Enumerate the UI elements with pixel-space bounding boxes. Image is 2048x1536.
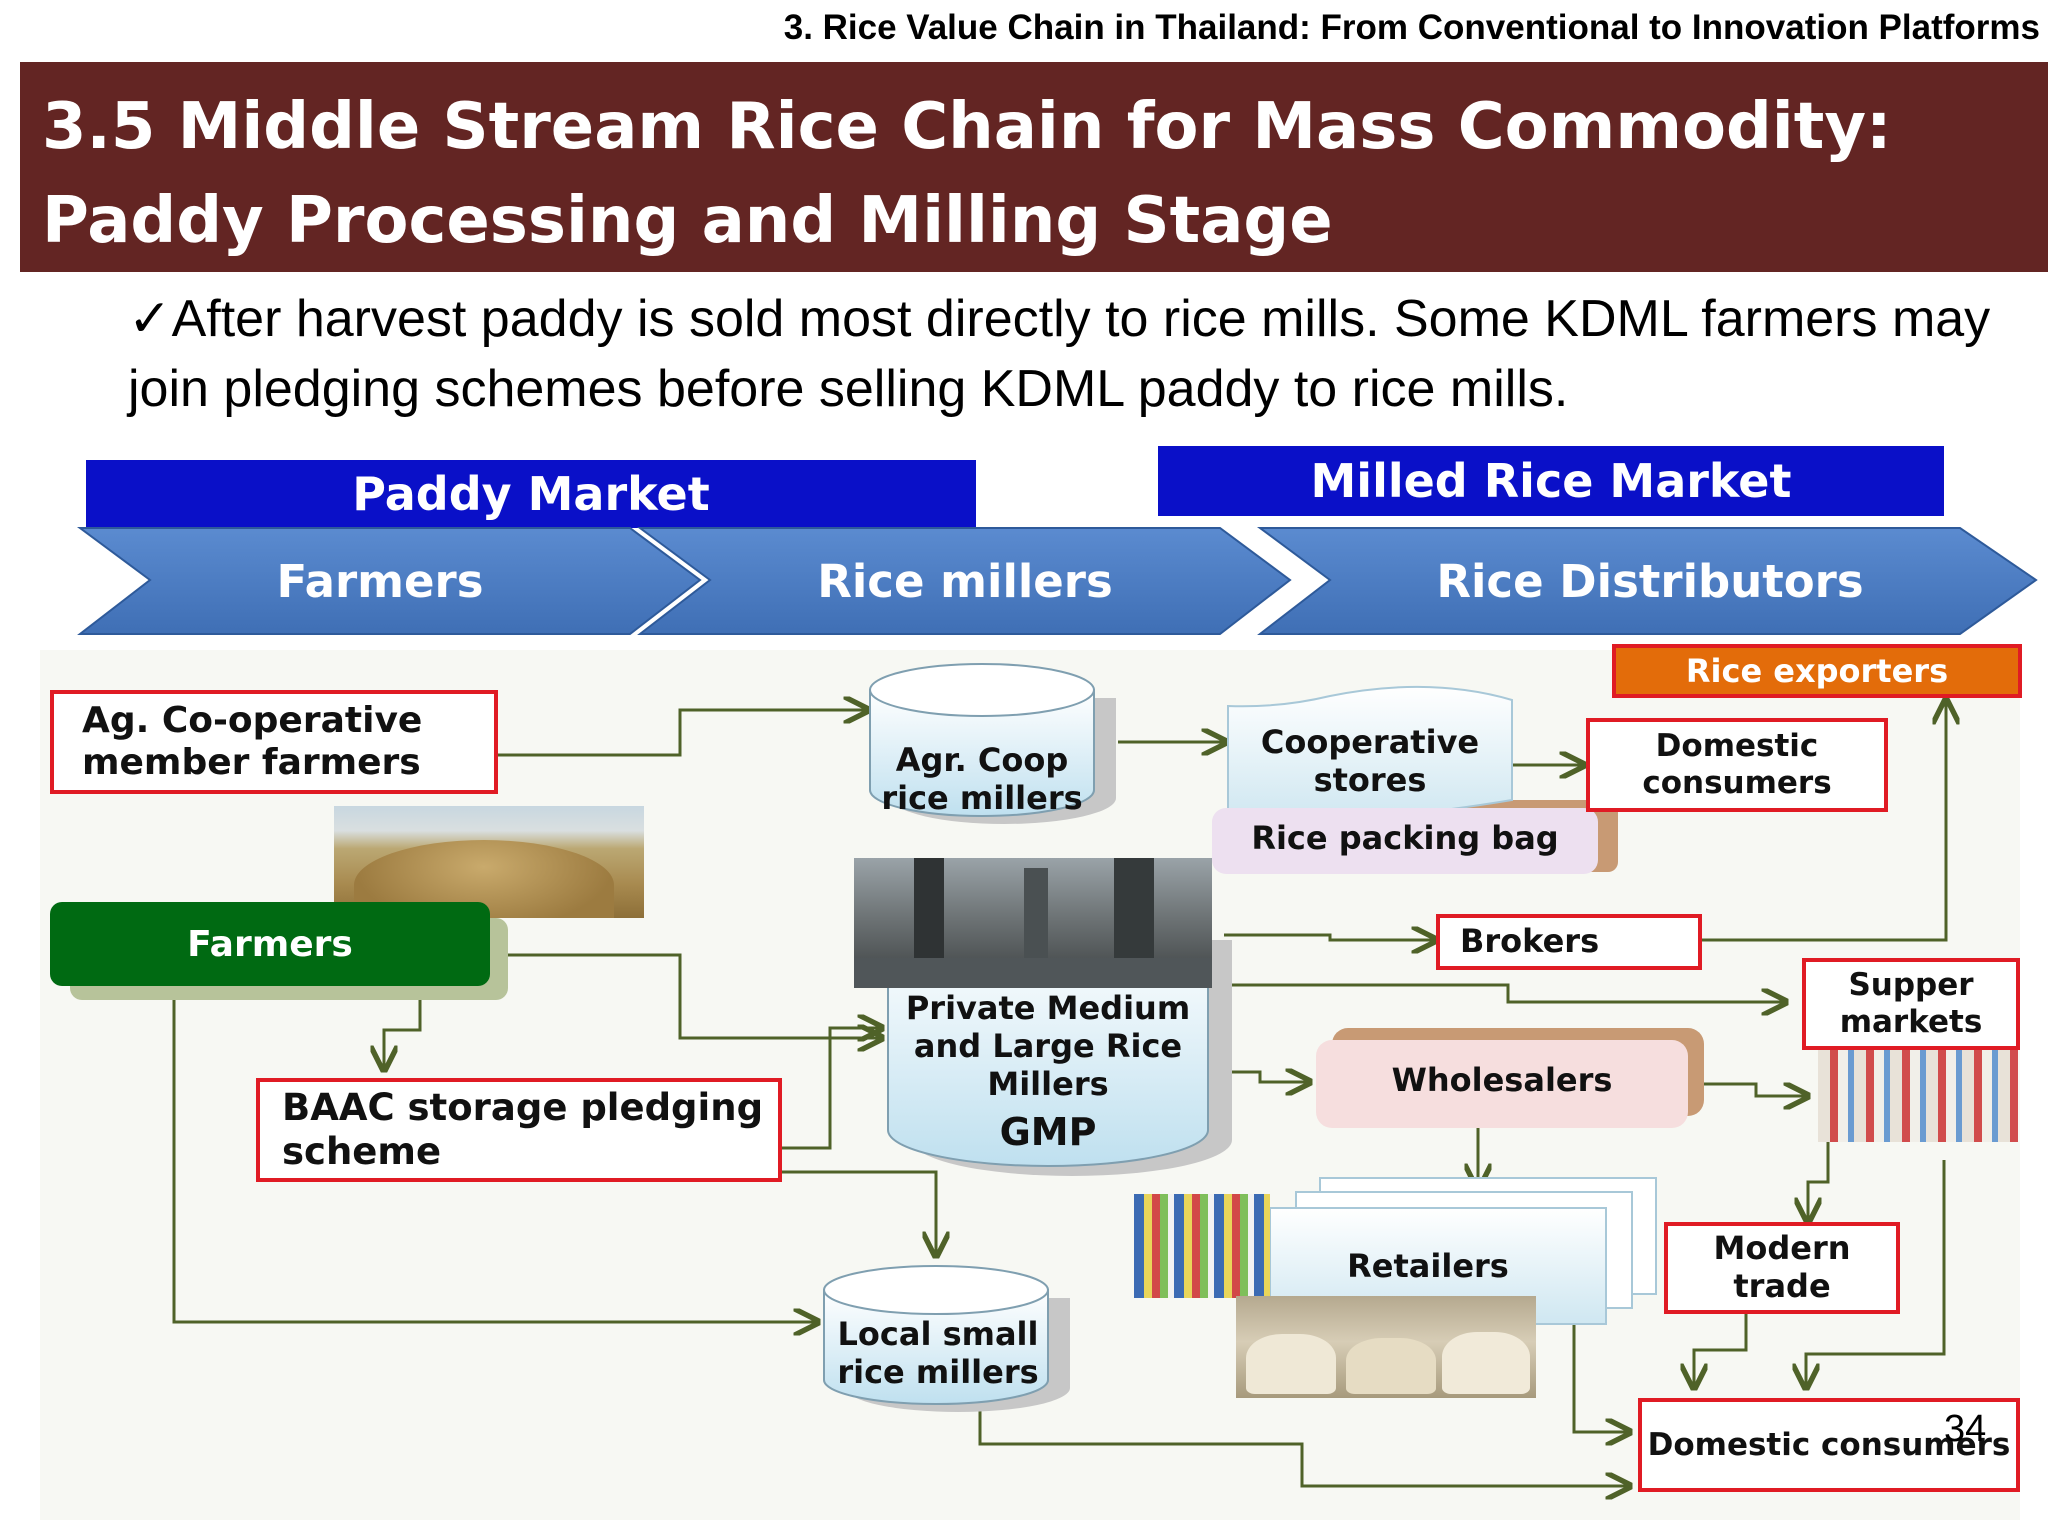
retailers-shape [1269,1177,1657,1325]
node-farmers: Farmers [50,902,490,986]
node-modern-trade: Modern trade [1664,1222,1900,1314]
supermarket-photo [1818,1048,2018,1142]
node-retailers: Retailers [1347,1247,1509,1285]
stage-farmers: Farmers [276,554,484,608]
stage-rice-millers: Rice millers [817,554,1113,608]
node-ag-coop-farmers: Ag. Co-operative member farmers [50,690,498,794]
node-agr-coop-millers: Agr. Coop rice millers [881,741,1083,817]
wholesalers-shape [1316,1028,1704,1128]
bullet-body: After harvest paddy is sold most directl… [128,290,1991,418]
stage-rice-distributors: Rice Distributors [1436,554,1864,608]
paddy-market-banner: Paddy Market [86,460,976,528]
page-number: 34 [1944,1408,1987,1450]
node-domestic-consumers-top: Domestic consumers [1586,718,1888,812]
rice-mill-photo [854,858,1212,988]
check-icon: ✓ [128,290,172,348]
node-supermarkets: Supper markets [1802,958,2020,1050]
node-wholesalers: Wholesalers [1391,1061,1613,1099]
node-brokers: Brokers [1436,914,1702,970]
private-millers-cylinder [887,929,1232,1176]
milled-rice-market-banner: Milled Rice Market [1158,446,1944,516]
node-domestic-consumers-bottom: Domestic consumers [1638,1398,2020,1492]
node-baac: BAAC storage pledging scheme [256,1078,782,1182]
agr-coop-millers-cylinder [869,663,1116,824]
title-bar [20,62,2048,272]
node-gmp: GMP [999,1110,1097,1154]
chevron-farmers [76,527,702,635]
chapter-header: 3. Rice Value Chain in Thailand: From Co… [783,8,2040,47]
node-rice-packing-bag: Rice packing bag [1251,819,1559,857]
rice-packing-bag-shape [1212,808,1598,874]
node-private-millers: Private Medium and Large Rice Millers [905,989,1191,1103]
rice-sacks-photo [1236,1296,1536,1398]
retail-shelf-photo [1134,1194,1270,1298]
chevron-rice-distributors [1256,527,2038,635]
node-rice-exporters: Rice exporters [1612,644,2022,698]
slide-title: 3.5 Middle Stream Rice Chain for Mass Co… [42,90,1892,258]
node-cooperative-stores: Cooperative stores [1260,723,1480,799]
local-millers-cylinder [823,1265,1070,1412]
node-local-millers: Local small rice millers [837,1315,1039,1391]
chevron-rice-millers [636,527,1292,635]
bullet-text: ✓After harvest paddy is sold most direct… [128,284,2038,424]
